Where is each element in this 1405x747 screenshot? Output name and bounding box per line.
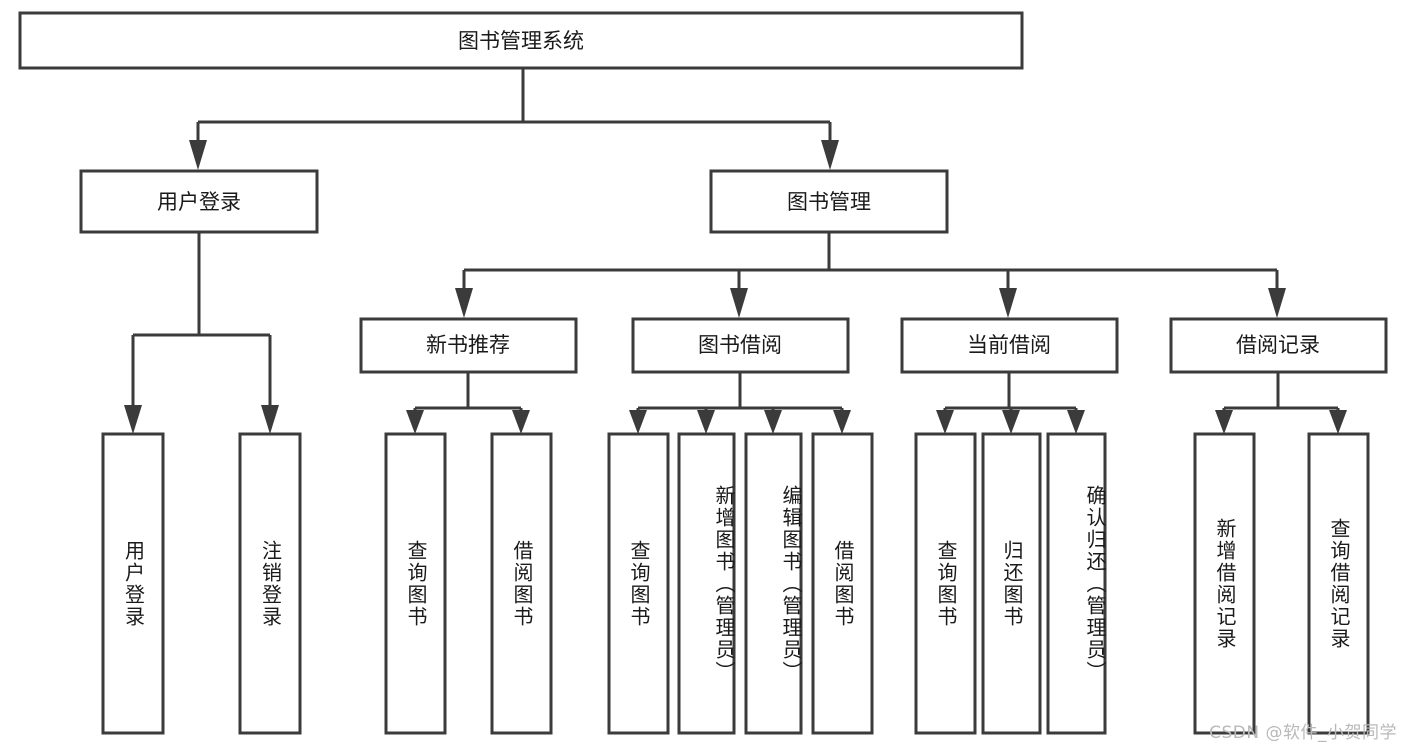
node-new-book-recommend-label: 新书推荐 — [426, 333, 510, 357]
node-leaf-box-bookborrow-4[interactable] — [811, 432, 874, 735]
node-leaf-box-newbook-1[interactable] — [384, 432, 447, 735]
arrowhead-book-manage — [821, 140, 839, 170]
arrowhead-bookborrow-leaf-3 — [764, 410, 782, 434]
arrowhead-current-borrow — [999, 288, 1017, 318]
arrowhead-new-book-recommend — [455, 288, 473, 318]
node-borrow-record-box[interactable] — [1169, 317, 1388, 374]
node-root-label: 图书管理系统 — [458, 29, 584, 53]
arrowhead-newbook-leaf-1 — [406, 410, 424, 434]
node-leaf-box-borrowrecord-2[interactable] — [1307, 432, 1370, 735]
arrowhead-bookborrow-leaf-2 — [697, 410, 715, 434]
node-leaf-box-newbook-2[interactable] — [490, 432, 553, 735]
node-user-login-label: 用户登录 — [157, 190, 241, 214]
arrowhead-currentborrow-leaf-2 — [1002, 410, 1020, 434]
node-leaf-box-currentborrow-3[interactable] — [1046, 432, 1107, 735]
node-leaf-box-bookborrow-1[interactable] — [607, 432, 670, 735]
arrowhead-user-login — [189, 140, 207, 170]
arrowhead-bookborrow-leaf-4 — [833, 410, 851, 434]
arrowhead-borrowrecord-leaf-2 — [1329, 410, 1347, 434]
watermark-text: CSDN @软件_小贺同学 — [1209, 723, 1397, 743]
node-borrow-record-label: 借阅记录 — [1236, 333, 1320, 357]
node-book-borrow-box[interactable] — [631, 317, 850, 374]
node-book-manage-label: 图书管理 — [787, 190, 871, 214]
node-book-manage-box[interactable] — [709, 169, 949, 234]
arrowhead-borrow-record — [1268, 288, 1286, 318]
node-leaf-box-user-login-1[interactable] — [101, 432, 165, 735]
arrowhead-user-login-leaf-1 — [124, 405, 142, 434]
node-root-box[interactable] — [18, 11, 1024, 70]
node-leaf-box-user-login-2[interactable] — [238, 432, 302, 735]
arrowhead-newbook-leaf-2 — [512, 410, 530, 434]
arrowhead-borrowrecord-leaf-1 — [1215, 410, 1233, 434]
arrowhead-bookborrow-leaf-1 — [629, 410, 647, 434]
arrowhead-currentborrow-leaf-3 — [1067, 410, 1085, 434]
arrowhead-user-login-leaf-2 — [261, 405, 279, 434]
node-leaf-box-bookborrow-3[interactable] — [744, 432, 803, 735]
node-book-borrow-label: 图书借阅 — [698, 333, 782, 357]
node-leaf-box-bookborrow-2[interactable] — [677, 432, 736, 735]
node-new-book-recommend-box[interactable] — [359, 317, 578, 374]
arrowhead-book-borrow — [730, 288, 748, 318]
node-current-borrow-label: 当前借阅 — [967, 333, 1051, 357]
node-current-borrow-box[interactable] — [900, 317, 1119, 374]
arrowhead-currentborrow-leaf-1 — [936, 410, 954, 434]
node-leaf-box-borrowrecord-1[interactable] — [1193, 432, 1256, 735]
node-leaf-box-currentborrow-1[interactable] — [914, 432, 977, 735]
node-leaf-box-currentborrow-2[interactable] — [981, 432, 1042, 735]
